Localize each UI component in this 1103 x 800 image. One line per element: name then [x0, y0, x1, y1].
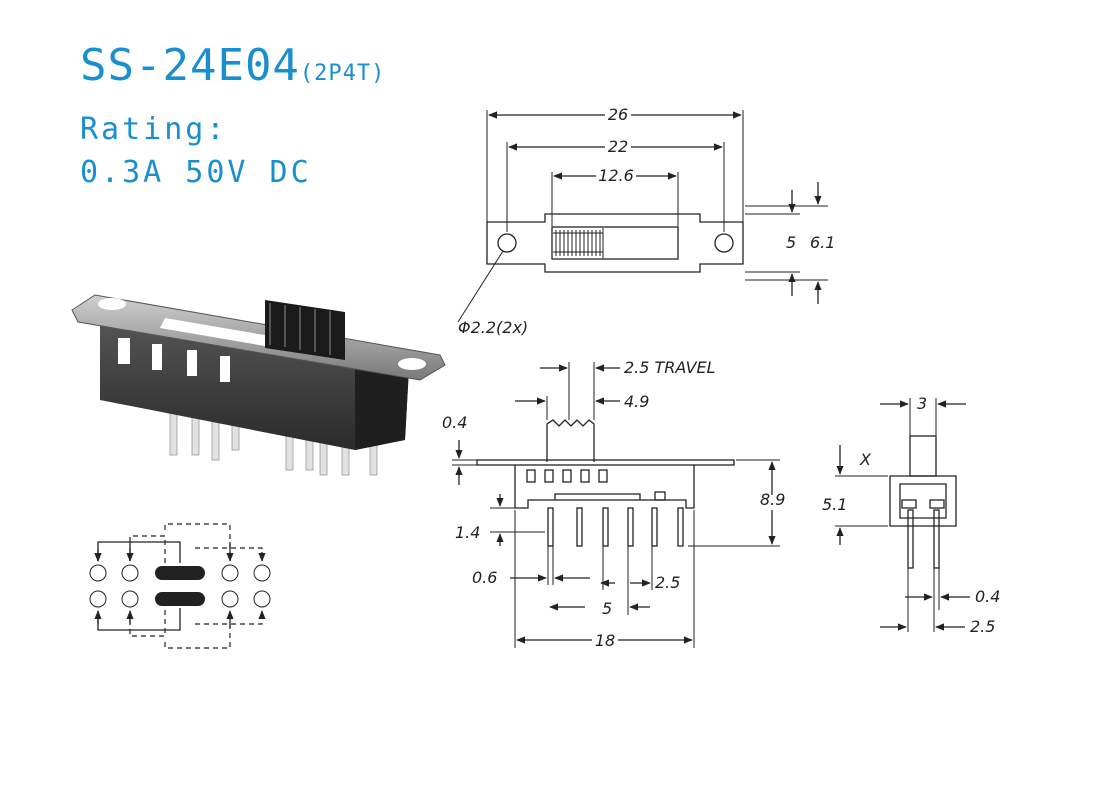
dim-pin-width: 0.6	[472, 568, 497, 587]
dim-slot-length: 12.6	[598, 166, 634, 185]
side-view-drawing: 3 X 5.1 0.4 2.5	[822, 394, 1000, 636]
dim-side-knob-width: 3	[917, 394, 927, 413]
rating-value: 0.3A 50V DC	[80, 155, 312, 190]
dim-side-pin-thickness: 0.4	[975, 587, 1000, 606]
dim-outer-height: 6.1	[810, 233, 835, 252]
dim-overall-length: 26	[608, 105, 628, 124]
dim-pin-pitch: 2.5	[655, 573, 680, 592]
dim-travel: 2.5 TRAVEL	[624, 358, 716, 377]
dim-side-knob-height: X	[859, 450, 872, 469]
dim-pin-offset: 1.4	[455, 523, 480, 542]
switch-pins	[169, 394, 378, 476]
dim-hole-spacing: 22	[608, 137, 628, 156]
dim-side-body-height: 5.1	[822, 495, 847, 514]
dim-body-length: 18	[595, 631, 615, 650]
pole-throw-label: (2P4T)	[299, 61, 386, 86]
dim-body-height: 8.9	[760, 490, 785, 509]
dim-knob-width: 4.9	[624, 392, 649, 411]
front-view-drawing: 2.5 TRAVEL 4.9 0.4	[442, 358, 785, 650]
dim-hole-diameter: Φ2.2(2x)	[458, 318, 528, 337]
wiring-schematic	[89, 523, 271, 649]
dim-pin-span: 5	[602, 599, 612, 618]
title-block: SS-24E04(2P4T)	[80, 40, 385, 91]
dim-inner-height: 5	[786, 233, 796, 252]
dim-side-row-pitch: 2.5	[970, 617, 995, 636]
dim-flange-thickness: 0.4	[442, 413, 467, 432]
rating-label: Rating:	[80, 112, 228, 147]
top-view-drawing: 26 22 12.6 5 6.1	[457, 104, 835, 337]
model-number: SS-24E04	[80, 40, 300, 91]
switch-illustration	[71, 294, 446, 476]
